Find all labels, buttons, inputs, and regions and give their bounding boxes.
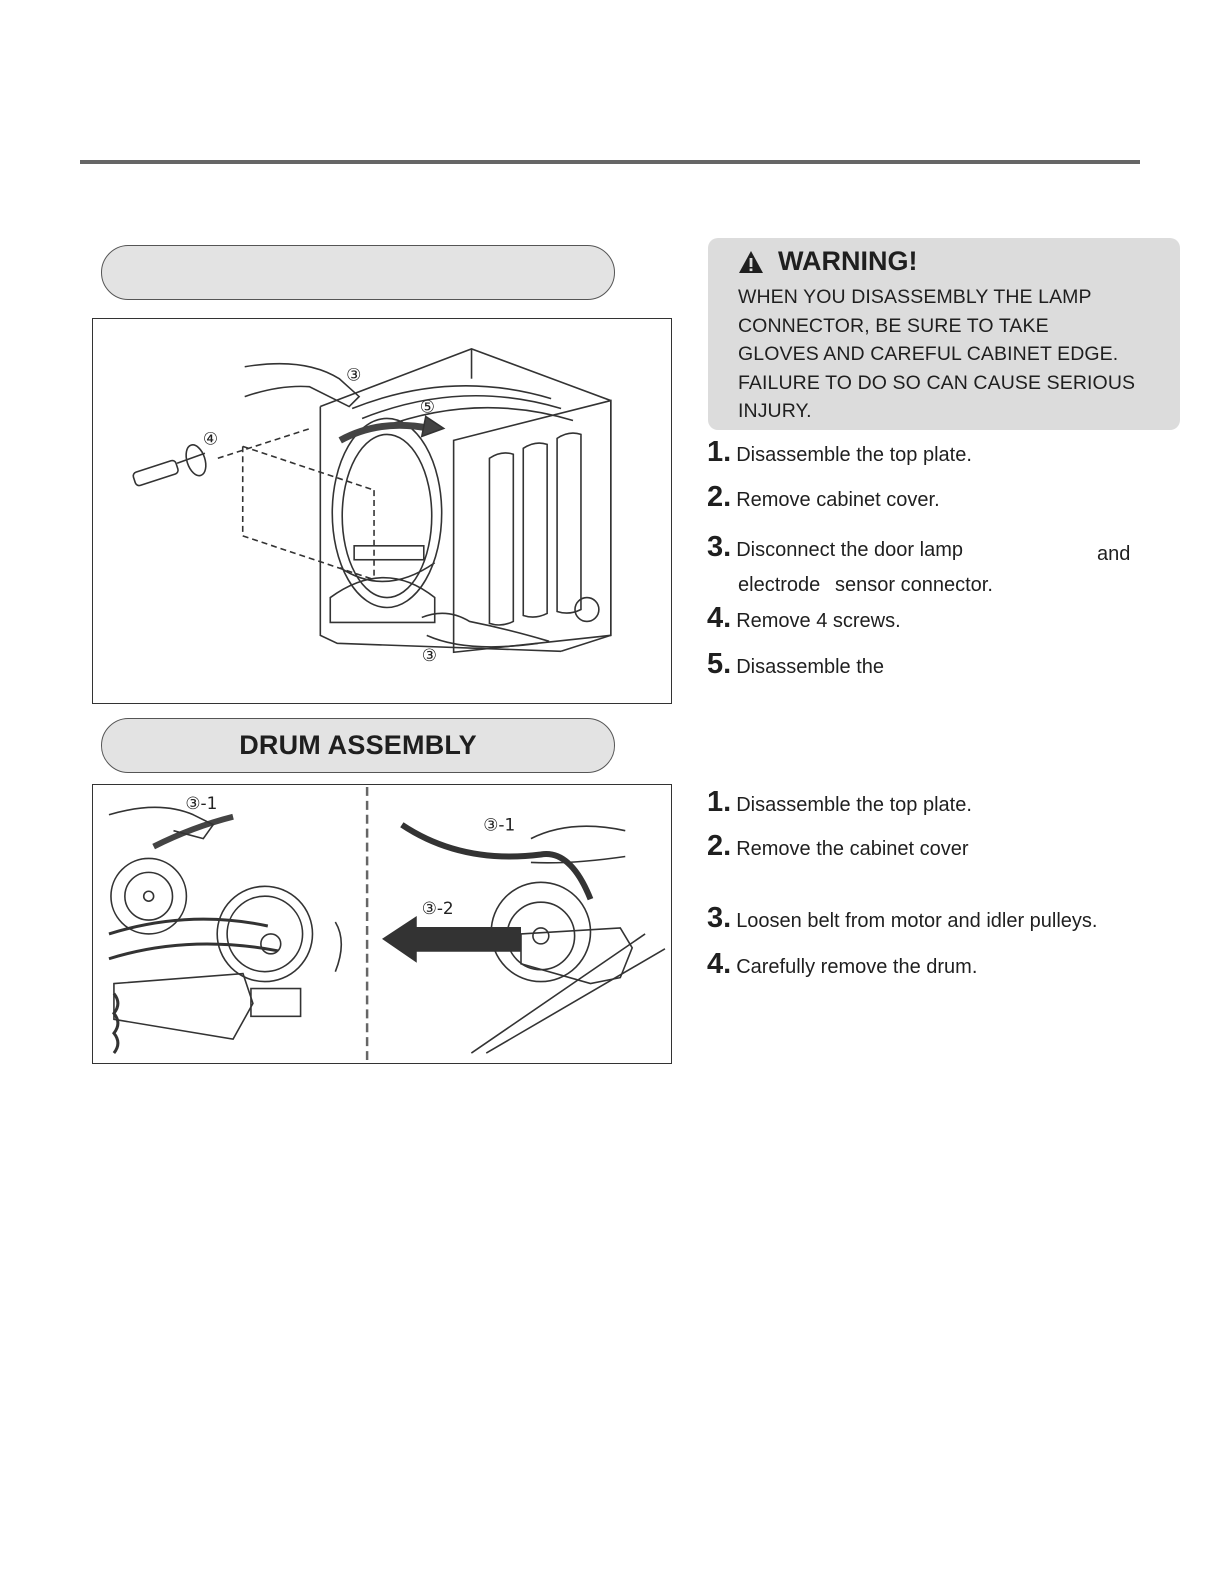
step1-3-and: and (1097, 543, 1131, 565)
callout-4: ④ (203, 428, 218, 448)
warning-triangle-icon (739, 250, 763, 273)
step1-3: 3.Disconnect the door lamp (707, 531, 963, 563)
warning-box: WARNING! WHEN YOU DISASSEMBLY THE LAMP C… (708, 238, 1180, 430)
step2-2: 2.Remove the cabinet cover (707, 830, 969, 862)
warning-line: CONNECTOR, BE SURE TO TAKE (738, 314, 1049, 337)
callout-5: ⑤ (420, 397, 435, 417)
callout-3-1-left: ③-1 (185, 793, 217, 813)
step2-1: 1.Disassemble the top plate. (707, 786, 972, 818)
callout-3-2: ③-2 (422, 898, 454, 918)
step1-2: 2.Remove cabinet cover. (707, 481, 940, 513)
step1-4: 4.Remove 4 screws. (707, 602, 901, 634)
step1-5: 5.Disassemble the (707, 648, 885, 680)
callout-3-1-right: ③-1 (483, 815, 515, 835)
step1-3-cont-a: electrode (738, 574, 821, 596)
step1-3-cont-b: sensor connector. (835, 574, 993, 596)
step2-3: 3.Loosen belt from motor and idler pulle… (707, 902, 1098, 934)
warning-line: INJURY. (738, 400, 812, 422)
front-panel-illustration: ③ ④ ⑤ ③ (132, 347, 612, 665)
drum-belt-illustration: ③-1 ③-1 ③-2 (108, 786, 666, 1062)
figure-front-panel: ③ ④ ⑤ ③ (92, 318, 672, 704)
section2-title: DRUM ASSEMBLY (101, 718, 615, 773)
warning-line: WHEN YOU DISASSEMBLY THE LAMP (738, 286, 1092, 308)
callout-3-top: ③ (346, 365, 361, 385)
step1-1: 1.Disassemble the top plate. (707, 436, 972, 468)
callout-3-bottom: ③ (422, 645, 437, 665)
warning-line: GLOVES AND CAREFUL CABINET EDGE. (738, 343, 1119, 365)
warning-line: FAILURE TO DO SO CAN CAUSE SERIOUS (738, 371, 1136, 394)
warning-title: WARNING! (738, 246, 1166, 277)
figure-drum-belt: ③-1 ③-1 ③-2 (92, 784, 672, 1064)
step2-4: 4.Carefully remove the drum. (707, 948, 978, 980)
header-rule (80, 160, 1140, 164)
section1-title (101, 245, 615, 300)
